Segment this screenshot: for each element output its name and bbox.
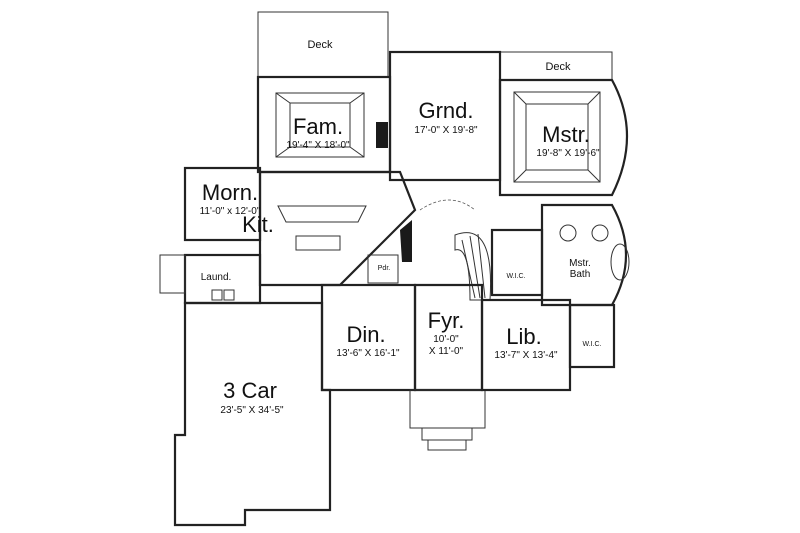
deck-left-label: Deck [307,39,333,51]
grand-label: Grnd. [418,98,473,123]
wic-left [490,228,544,297]
morning-dims: 11'-0" x 12'-0" [200,206,261,217]
deck-right-label: Deck [545,61,571,73]
dining-dims: 13'-6" X 16'-1" [336,348,400,359]
garage-dims: 23'-5" X 34'-5" [220,405,284,416]
kitchen [258,170,417,287]
laundry-label: Laund. [201,272,232,283]
master-bedroom [498,78,629,197]
grand-dims: 17'-0" X 19'-8" [414,125,478,136]
foyer-dims-1: 10'-0" [433,334,459,345]
library [480,298,572,392]
kitchen-label: Kit. [242,212,274,237]
morning-label: Morn. [202,180,258,205]
powder-room [367,254,399,284]
garage [173,301,332,527]
dining-label: Din. [346,322,385,347]
master-bath [540,203,630,307]
family-dims: 19'-4" X 18'-0" [286,140,350,151]
foyer-label: Fyr. [428,308,465,333]
master-bath-label-1: Mstr. [569,258,591,269]
grand-staircase [454,232,492,301]
library-dims: 13'-7" X 13'-4" [494,350,558,361]
wic-left-label: W.I.C. [506,273,525,280]
powder-label: Pdr. [378,265,391,272]
master-bath-label-2: Bath [570,269,591,280]
family-label: Fam. [293,114,343,139]
garage-label: 3 Car [223,378,277,403]
master-dims: 19'-8" X 19'-6" [536,148,600,159]
master-label: Mstr. [542,122,590,147]
wic-right-label: W.I.C. [582,341,601,348]
library-label: Lib. [506,324,541,349]
foyer-dims-2: X 11'-0" [429,346,464,357]
wic-right [568,303,616,369]
fireplace-icon [376,122,388,148]
